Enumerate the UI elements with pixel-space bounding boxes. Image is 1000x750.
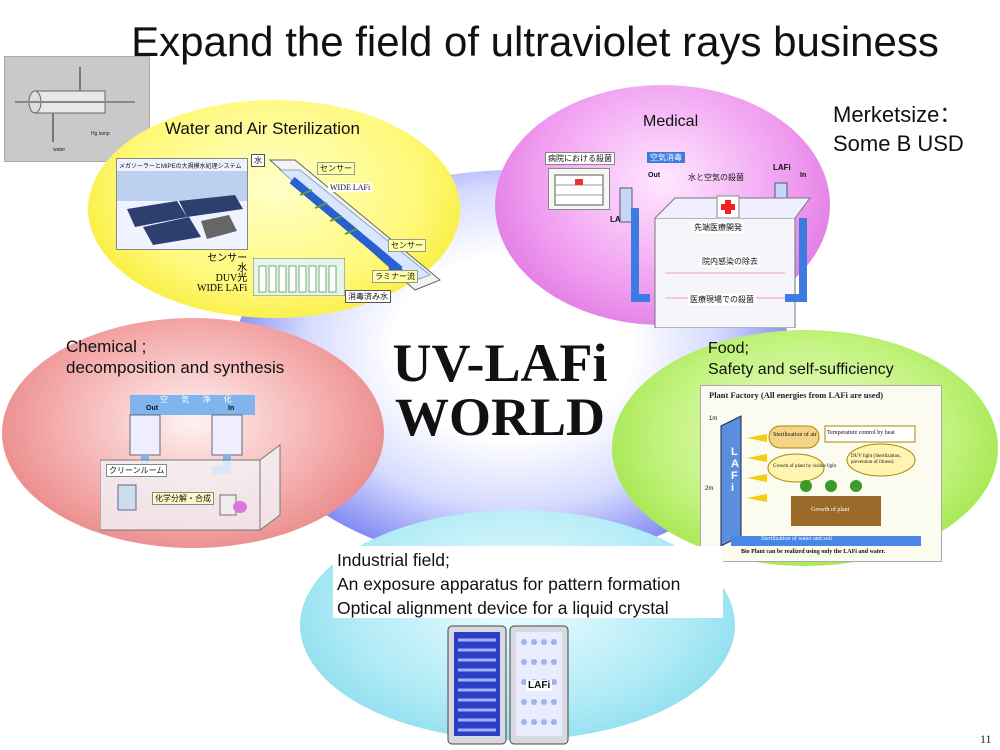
industrial-title: Industrial field; An exposure apparatus … bbox=[337, 548, 680, 620]
medical-in-label: In bbox=[800, 172, 807, 179]
page-title: Expand the field of ultraviolet rays bus… bbox=[131, 18, 939, 65]
medical-title: Medical bbox=[643, 113, 699, 130]
hg-lamp-label: Hg lamp bbox=[91, 131, 110, 137]
lafi-lamp-letters: L A F i bbox=[731, 446, 739, 494]
lamp-array-svg bbox=[253, 258, 345, 296]
industrial-line3: Optical alignment device for a liquid cr… bbox=[337, 598, 669, 618]
sterilized-water-label: 消毒済み水 bbox=[345, 290, 391, 303]
medical-out-label: Out bbox=[648, 172, 661, 179]
air-disinfect-label: 空気消毒 bbox=[647, 152, 685, 163]
uv-lafi-world-title: UV-LAFi WORLD bbox=[360, 336, 640, 444]
legend-wide: WIDE LAFi bbox=[197, 283, 248, 294]
industrial-lafi-label: LAFi bbox=[526, 680, 553, 691]
sensor-label-bottom: センサー bbox=[388, 239, 426, 252]
sterilization-air-label: Sterilization of air bbox=[773, 432, 817, 438]
growth-visible-label: Growth of plant by visible light bbox=[773, 464, 837, 469]
page-number: 11 bbox=[980, 732, 992, 746]
hospital-label: 病院における殺菌 bbox=[545, 152, 615, 165]
lamp-diagram-thumbnail: Hg lamp water bbox=[4, 56, 150, 162]
hospital-building-icon bbox=[548, 168, 610, 210]
chemical-title-line1: Chemical ; bbox=[66, 337, 147, 356]
hospital-svg bbox=[554, 174, 604, 206]
industrial-line1: Industrial field; bbox=[337, 550, 450, 570]
medical-lafi-top: LAFi bbox=[773, 163, 791, 172]
dim-2m: 2m bbox=[705, 486, 714, 492]
chem-decomp-label: 化学分解・合成 bbox=[152, 492, 214, 505]
market-size: Merketsize： Some B USD bbox=[833, 100, 964, 158]
medical-row1: 先端医療開発 bbox=[692, 222, 744, 233]
plant-factory-svg bbox=[720, 415, 921, 547]
cleanroom-label: クリーンルーム bbox=[106, 464, 168, 477]
medical-row2: 院内感染の除去 bbox=[700, 256, 760, 267]
food-title-line1: Food; bbox=[708, 340, 749, 357]
center-line2: WORLD bbox=[394, 387, 605, 447]
sterilization-ws-label: Sterilization of water and soil bbox=[761, 536, 832, 542]
medical-building-svg bbox=[619, 182, 811, 328]
market-line2: Some B USD bbox=[833, 131, 964, 156]
legend-sensor: センサー bbox=[207, 253, 248, 264]
exposure-apparatus-svg bbox=[447, 625, 569, 745]
industrial-textbox bbox=[333, 546, 723, 618]
chemical-title: Chemical ; decomposition and synthesis bbox=[66, 336, 284, 378]
chem-out-label: Out bbox=[146, 405, 159, 412]
laminar-flow-label: ラミナー流 bbox=[372, 270, 418, 283]
legend-duv: DUV光 bbox=[215, 273, 248, 284]
flow-arrow bbox=[289, 176, 403, 274]
air-clean-label: 空 気 浄 化 bbox=[160, 395, 233, 404]
cleanroom-svg bbox=[100, 395, 281, 531]
water-air-label: 水と空気の殺菌 bbox=[688, 173, 744, 182]
growth-plant-label: Growth of plant bbox=[811, 507, 850, 513]
market-line1: Merketsize： bbox=[833, 102, 962, 127]
food-title-line2: Safety and self-sufficiency bbox=[708, 361, 894, 378]
solar-photo-caption: メガソーラーとMIPEの大規模水処理システム bbox=[119, 164, 242, 170]
bio-plant-label: Bio Plant can be realized using only the… bbox=[741, 549, 886, 555]
industrial-line2: An exposure apparatus for pattern format… bbox=[337, 574, 681, 594]
water-input-label: 水 bbox=[251, 154, 265, 167]
lamp-diagram-svg: Hg lamp water bbox=[15, 67, 135, 153]
sterilization-channel-svg bbox=[268, 159, 441, 291]
water-label: water bbox=[53, 147, 66, 153]
chem-in-label: In bbox=[228, 405, 235, 412]
medical-lafi-left: LAFi bbox=[610, 215, 628, 224]
wide-lafi-label: WIDE LAFi bbox=[328, 183, 373, 192]
dim-1m: 1m bbox=[709, 416, 718, 422]
plant-factory-panel: Plant Factory (All energies from LAFi ar… bbox=[700, 385, 942, 562]
plant-factory-title: Plant Factory (All energies from LAFi ar… bbox=[709, 390, 884, 400]
sensor-label-top: センサー bbox=[317, 162, 355, 175]
duv-light-label: DUV light (Sterilization, prevention of … bbox=[851, 454, 901, 465]
solar-plant-photo: メガソーラーとMIPEの大規模水処理システム bbox=[116, 158, 248, 250]
water-legend: センサー 水 DUV光 WIDE LAFi bbox=[197, 254, 247, 294]
water-air-title: Water and Air Sterilization bbox=[165, 119, 360, 138]
solar-panels-svg bbox=[117, 171, 247, 245]
temp-control-label: Temperature control by heat bbox=[827, 430, 895, 436]
food-title: Food; Safety and self-sufficiency bbox=[708, 338, 894, 380]
chemical-title-line2: decomposition and synthesis bbox=[66, 358, 285, 377]
medical-row3: 医療現場での殺菌 bbox=[688, 294, 756, 305]
center-line1: UV-LAFi bbox=[392, 333, 608, 393]
legend-water: 水 bbox=[237, 263, 248, 274]
